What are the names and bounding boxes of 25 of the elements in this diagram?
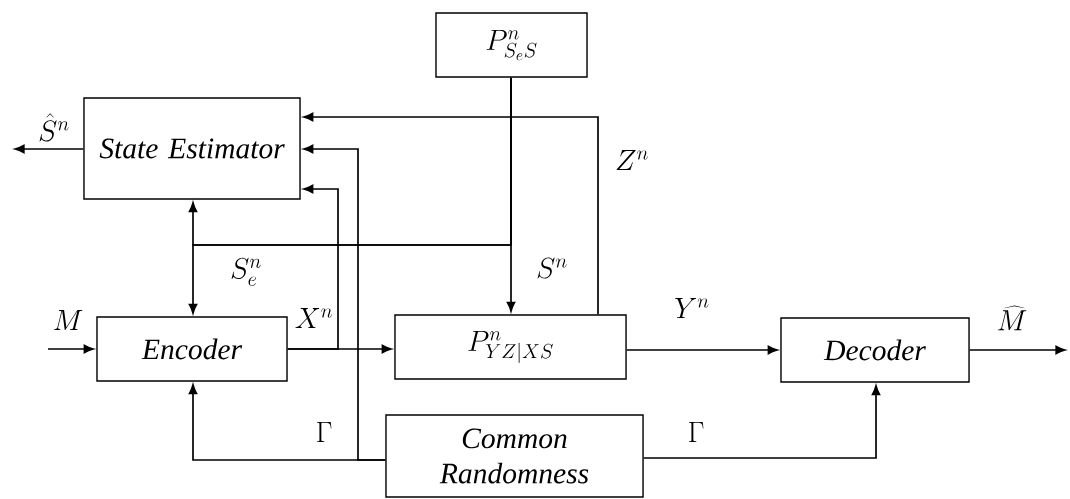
arrow — [47, 344, 94, 354]
arrow — [642, 385, 881, 459]
block-box: Decoder — [780, 317, 970, 383]
arrow — [286, 184, 339, 350]
block-box: Encoder — [96, 316, 288, 382]
block-box: State Estimator — [83, 97, 301, 200]
block-box: Common Randomness — [385, 414, 644, 498]
arrow — [625, 345, 778, 355]
edge-label: $S^n$ — [534, 256, 570, 280]
arrow — [188, 76, 512, 314]
edge-label: $Z^n$ — [613, 148, 651, 172]
edge-label: $S_e^n$ — [228, 257, 264, 287]
arrow — [968, 345, 1066, 355]
block-box: $P_{S_eS}^n$ — [435, 12, 588, 78]
edge-label: $M$ — [51, 308, 85, 332]
arrow — [14, 144, 85, 154]
arrow — [303, 112, 599, 316]
arrow — [303, 144, 387, 461]
block-box: $P_{YZ|XS}^n$ — [394, 314, 627, 380]
edge-label: $\Gamma$ — [686, 420, 706, 444]
edge-label: $\Gamma$ — [314, 420, 334, 444]
edge-label: $\widehat{M}$ — [995, 304, 1029, 332]
edge-label: $\hat{S}^n$ — [36, 111, 72, 143]
edge-label: $Y^n$ — [672, 296, 712, 320]
edge-label: $X^n$ — [293, 306, 335, 330]
